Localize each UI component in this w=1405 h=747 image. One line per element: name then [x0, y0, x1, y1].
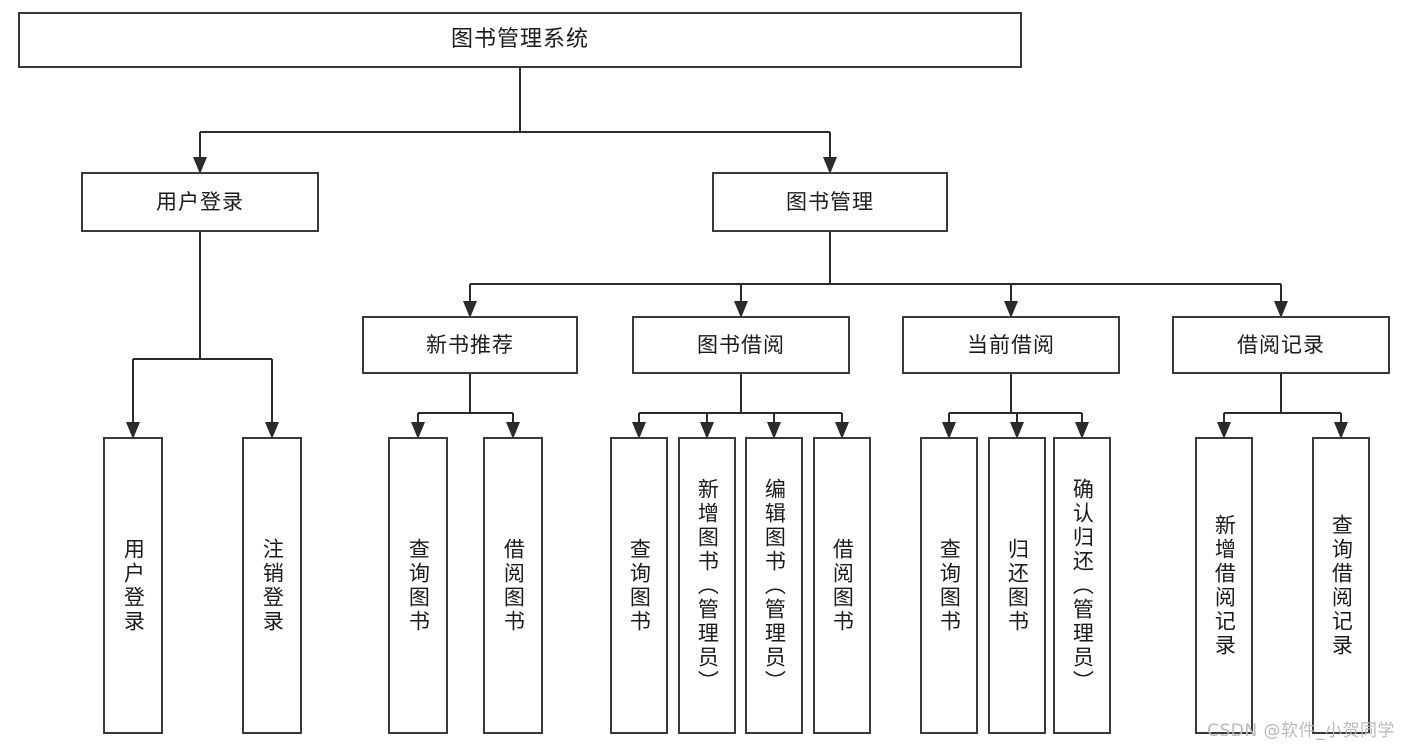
node-book-borrow[interactable]: 图书借阅 — [632, 316, 850, 374]
watermark-label: CSDN @软件_小贺同学 — [1207, 721, 1395, 741]
node-label: 借阅图书 — [501, 537, 526, 634]
node-label: 借阅图书 — [830, 537, 855, 634]
node-leaf-confirm-return[interactable]: 确认归还（管理员） — [1053, 437, 1111, 734]
node-label: 注销登录 — [260, 537, 285, 634]
node-current-borrow[interactable]: 当前借阅 — [902, 316, 1120, 374]
node-root[interactable]: 图书管理系统 — [18, 12, 1022, 68]
node-label: 确认归还（管理员） — [1070, 477, 1095, 694]
node-book-manage[interactable]: 图书管理 — [712, 172, 948, 232]
node-leaf-borrow-book-1[interactable]: 借阅图书 — [483, 437, 543, 734]
node-new-book-rec[interactable]: 新书推荐 — [362, 316, 578, 374]
node-leaf-query-book-2[interactable]: 查询图书 — [610, 437, 668, 734]
node-label: 查询图书 — [627, 537, 652, 634]
node-leaf-user-logout[interactable]: 注销登录 — [242, 437, 302, 734]
node-leaf-add-record[interactable]: 新增借阅记录 — [1195, 437, 1253, 734]
node-label: 图书管理系统 — [450, 27, 589, 53]
node-label: 图书借阅 — [697, 332, 785, 357]
node-leaf-return-book[interactable]: 归还图书 — [988, 437, 1046, 734]
node-label: 查询图书 — [406, 537, 431, 634]
node-label: 图书管理 — [786, 189, 874, 214]
node-label: 归还图书 — [1005, 537, 1030, 634]
node-user-login[interactable]: 用户登录 — [81, 172, 319, 232]
node-leaf-borrow-book-2[interactable]: 借阅图书 — [813, 437, 871, 734]
node-label: 查询借阅记录 — [1329, 513, 1354, 658]
node-label: 用户登录 — [156, 189, 244, 214]
node-label: 查询图书 — [937, 537, 962, 634]
node-leaf-query-record[interactable]: 查询借阅记录 — [1312, 437, 1370, 734]
node-leaf-edit-book[interactable]: 编辑图书（管理员） — [745, 437, 803, 734]
node-leaf-user-login[interactable]: 用户登录 — [103, 437, 163, 734]
node-label: 新增图书（管理员） — [695, 477, 720, 694]
node-label: 用户登录 — [121, 537, 146, 634]
node-borrow-record[interactable]: 借阅记录 — [1172, 316, 1390, 374]
node-leaf-add-book[interactable]: 新增图书（管理员） — [678, 437, 736, 734]
node-label: 新书推荐 — [426, 332, 514, 357]
node-label: 借阅记录 — [1237, 332, 1325, 357]
node-leaf-query-book-1[interactable]: 查询图书 — [388, 437, 448, 734]
node-leaf-query-book-3[interactable]: 查询图书 — [920, 437, 978, 734]
node-label: 当前借阅 — [967, 332, 1055, 357]
node-label: 新增借阅记录 — [1212, 513, 1237, 658]
node-label: 编辑图书（管理员） — [762, 477, 787, 694]
